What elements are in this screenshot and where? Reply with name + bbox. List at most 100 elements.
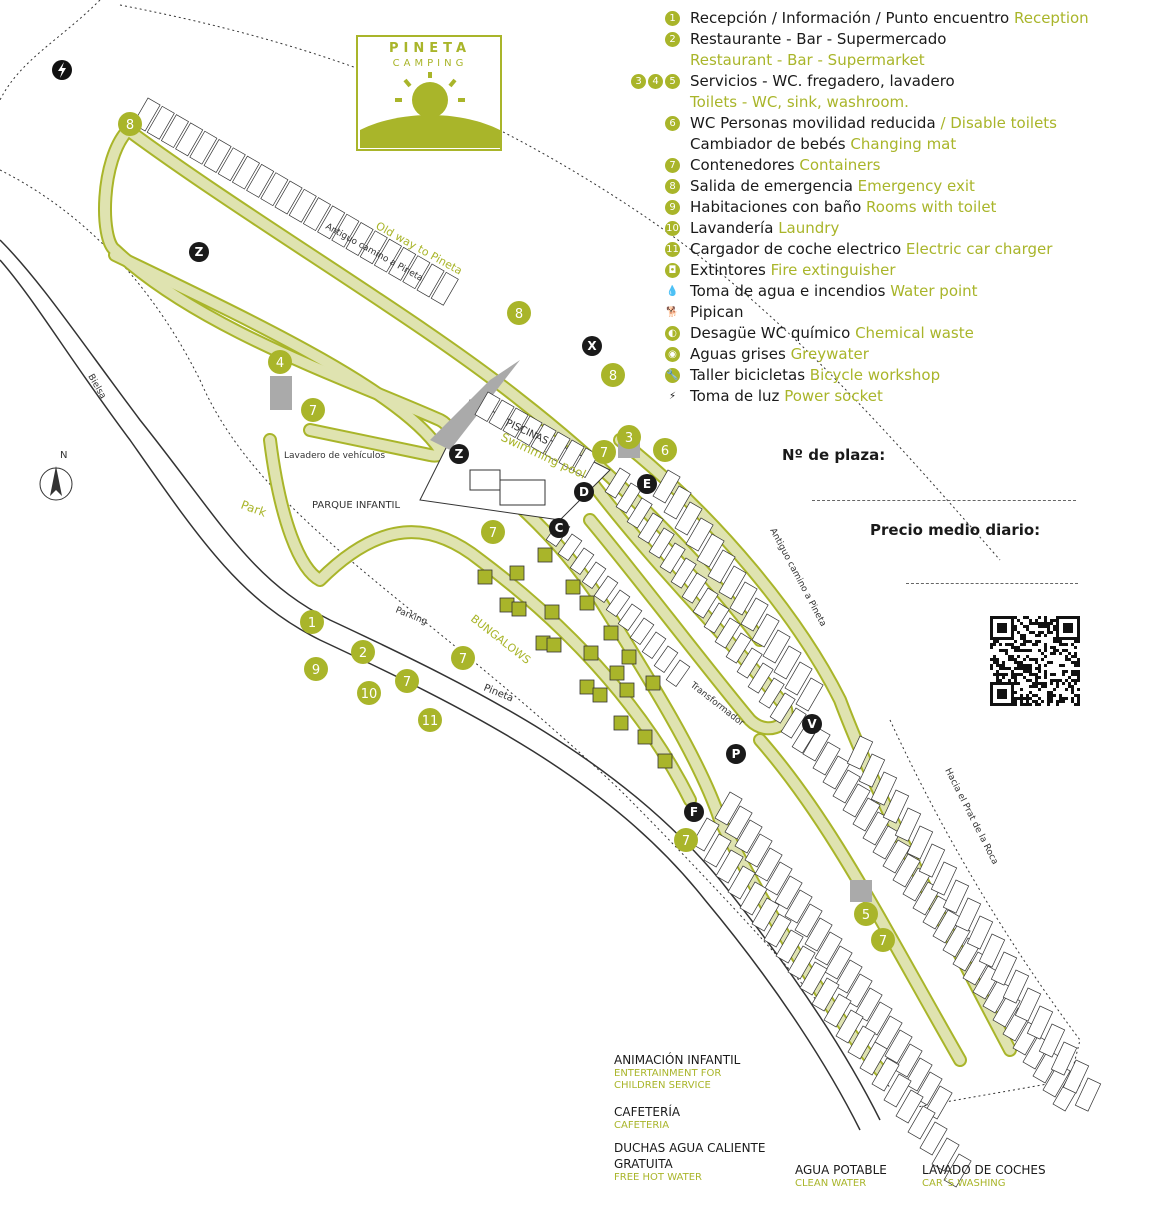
- map-marker-icon: 11: [418, 708, 442, 732]
- service-hot-water-es: DUCHAS AGUA CALIENTE GRATUITA: [614, 1141, 766, 1171]
- svg-text:7: 7: [489, 526, 497, 541]
- legend-row: 💧Toma de agua e incendios Water point: [620, 281, 1150, 302]
- legend-row: Cambiador de bebés Changing mat: [620, 134, 1150, 155]
- legend-row: ◐Desagüe WC químico Chemical waste: [620, 323, 1150, 344]
- legend-es: Pipican: [690, 303, 744, 321]
- legend-es: Cambiador de bebés: [690, 135, 846, 153]
- legend-es: Toma de agua e incendios: [690, 282, 886, 300]
- legend-en: Rooms with toilet: [866, 198, 997, 216]
- legend-es: Cargador de coche electrico: [690, 240, 902, 258]
- wrench-icon: 🔧: [665, 368, 680, 383]
- north-label: N: [60, 450, 67, 461]
- qr-code[interactable]: [990, 616, 1080, 706]
- service-hot-water-en: FREE HOT WATER: [614, 1172, 702, 1183]
- svg-text:10: 10: [361, 687, 378, 702]
- map-marker-icon: 6: [653, 438, 677, 462]
- map-marker-icon: 10: [357, 681, 381, 705]
- svg-text:7: 7: [879, 934, 887, 949]
- dog-icon: 🐕: [666, 307, 679, 318]
- logo-name: PINETA: [389, 41, 471, 56]
- zone-marker: C: [549, 518, 569, 538]
- legend-en: Water point: [890, 282, 978, 300]
- service-entertainment: ANIMACIÓN INFANTIL ENTERTAINMENT FOR CHI…: [614, 1052, 764, 1092]
- legend-en: Greywater: [790, 345, 869, 363]
- antiguo-label-2: Antiguo camino a Pineta: [767, 527, 827, 629]
- bielsa-label: Bielsa: [85, 373, 107, 401]
- price-label: Precio medio diario:: [870, 521, 1041, 539]
- legend-es: Lavandería: [690, 219, 774, 237]
- map-marker-icon: 7: [592, 440, 616, 464]
- svg-text:1: 1: [308, 616, 316, 631]
- map-marker-icon: 1: [300, 610, 324, 634]
- service-cafeteria-en: CAFETERIA: [614, 1120, 670, 1131]
- legend-es: Salida de emergencia: [690, 177, 853, 195]
- zone-letter: X: [587, 339, 597, 353]
- map-marker-icon: 5: [854, 902, 878, 926]
- svg-text:7: 7: [459, 652, 467, 667]
- prat-label: Hacia el Prat de la Roca: [942, 767, 999, 867]
- legend-es: WC Personas movilidad reducida: [690, 114, 936, 132]
- legend-number-badge: 11: [665, 242, 680, 257]
- zone-marker: X: [582, 336, 602, 356]
- legend-row: ⚡Toma de luz Power socket: [620, 386, 1150, 407]
- svg-text:11: 11: [422, 714, 439, 729]
- bolt-icon: ⚡: [668, 391, 677, 402]
- svg-text:6: 6: [661, 444, 669, 459]
- service-clean-water: AGUA POTABLE CLEAN WATER: [795, 1162, 915, 1190]
- map-marker-icon: 2: [351, 640, 375, 664]
- legend-number-badge: 2: [665, 32, 680, 47]
- legend-row: ◘Extintores Fire extinguisher: [620, 260, 1150, 281]
- legend-number-badge: 8: [665, 179, 680, 194]
- map-marker-icon: 8: [601, 363, 625, 387]
- legend-row: 🐕 Pipican: [620, 302, 1150, 323]
- plaza-label: Nº de plaza:: [782, 446, 886, 464]
- legend-en: Changing mat: [850, 135, 957, 153]
- service-cafeteria-es: CAFETERÍA: [614, 1105, 681, 1119]
- legend-row: 11 Cargador de coche electrico Electric c…: [620, 239, 1150, 260]
- legend-number-badge: 1: [665, 11, 680, 26]
- grey-icon: ◉: [665, 347, 680, 362]
- zone-marker: V: [802, 714, 822, 734]
- legend-en: Chemical waste: [855, 324, 974, 342]
- legend-es: Contenedores: [690, 156, 795, 174]
- zone-marker: P: [726, 744, 746, 764]
- map-marker-icon: 9: [304, 657, 328, 681]
- svg-text:8: 8: [126, 118, 134, 133]
- svg-text:5: 5: [862, 908, 870, 923]
- svg-text:7: 7: [682, 834, 690, 849]
- map-marker-icon: 8: [507, 301, 531, 325]
- svg-text:9: 9: [312, 663, 320, 678]
- legend-es: Servicios - WC. fregadero, lavadero: [690, 72, 955, 90]
- price-dashed-line: [906, 583, 1078, 584]
- power-socket-icon: [52, 60, 72, 80]
- bungalows-label: BUNGALOWS: [468, 612, 533, 667]
- legend-es: Habitaciones con baño: [690, 198, 862, 216]
- service-car-wash-en: CAR´S WASHING: [922, 1178, 1006, 1189]
- map-marker-icon: 7: [871, 928, 895, 952]
- legend-number-badge: 5: [665, 74, 680, 89]
- svg-text:7: 7: [403, 675, 411, 690]
- legend-en: Electric car charger: [905, 240, 1053, 258]
- svg-text:3: 3: [625, 431, 633, 446]
- park-label: Park: [239, 498, 268, 520]
- zone-letter: Z: [195, 245, 204, 259]
- svg-text:7: 7: [600, 446, 608, 461]
- legend-en: Toilets - WC, sink, washroom.: [690, 93, 909, 111]
- map-marker-icon: 4: [268, 350, 292, 374]
- legend-number-badge: 6: [665, 116, 680, 131]
- legend-es: Aguas grises: [690, 345, 786, 363]
- zone-letter: V: [807, 717, 817, 731]
- legend-es: Restaurante - Bar - Supermercado: [690, 30, 947, 48]
- service-car-wash: LAVADO DE COCHES CAR´S WASHING: [922, 1162, 1062, 1190]
- legend-es: Extintores: [690, 261, 766, 279]
- service-car-wash-es: LAVADO DE COCHES: [922, 1163, 1046, 1177]
- zone-letter: Z: [455, 447, 464, 461]
- legend-number-badge: 10: [665, 221, 680, 236]
- parque-label: PARQUE INFANTIL: [312, 500, 401, 511]
- service-cafeteria: CAFETERÍA CAFETERIA: [614, 1104, 764, 1132]
